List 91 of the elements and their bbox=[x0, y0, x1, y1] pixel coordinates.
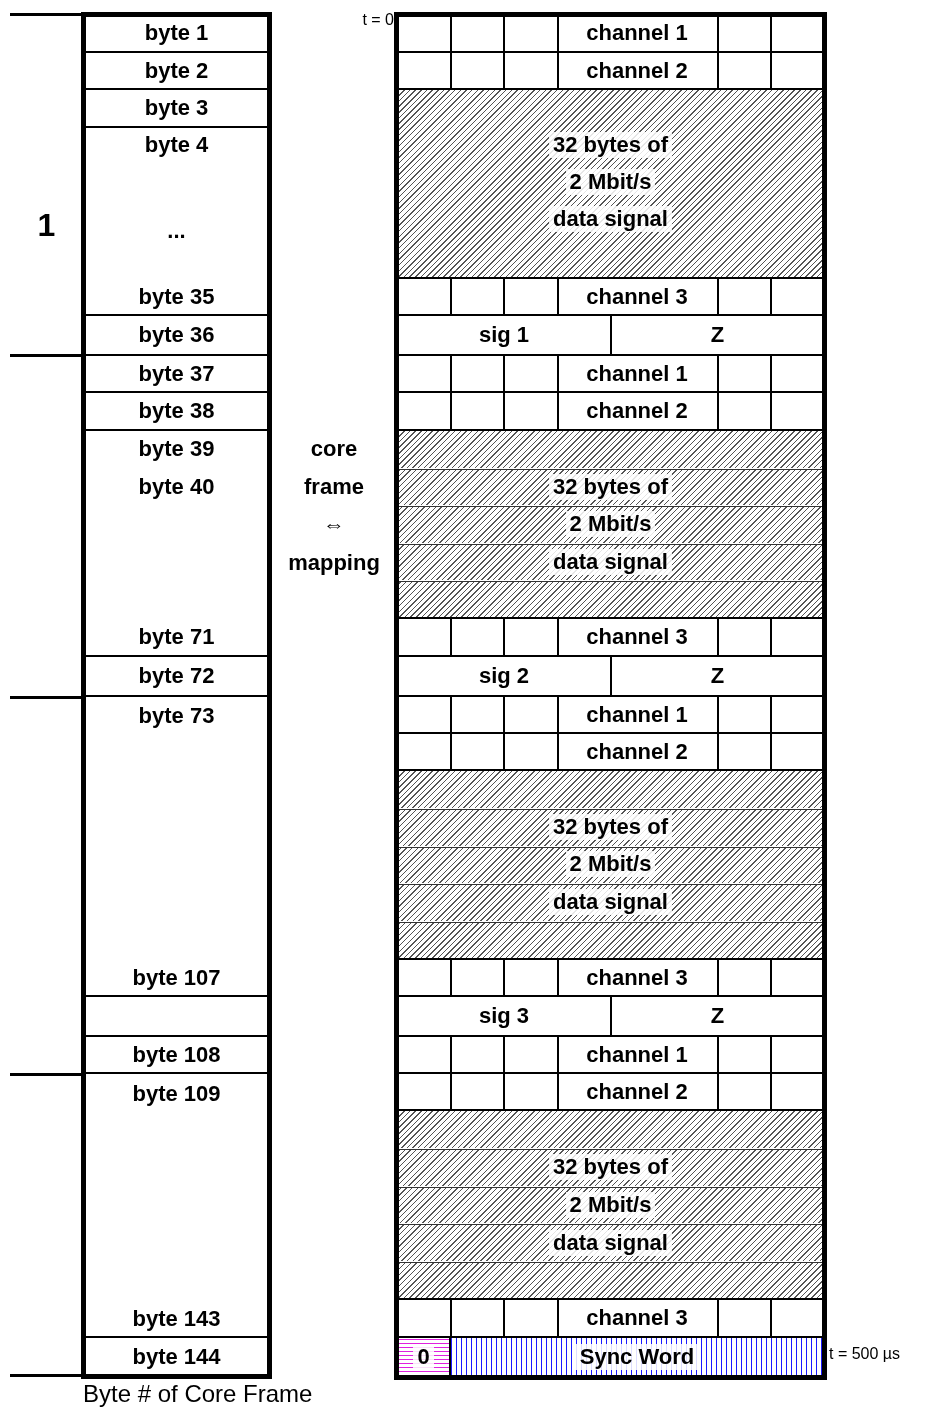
channel-row bbox=[397, 392, 824, 430]
byte-cell bbox=[83, 656, 270, 696]
hatched-data-block bbox=[397, 89, 824, 278]
bit-label: 0 bbox=[413, 1344, 434, 1370]
signalling-cell bbox=[611, 315, 824, 355]
byte-cell bbox=[83, 315, 270, 355]
signalling-label: sig 3 bbox=[478, 1003, 530, 1029]
time-label: t = 500 µs bbox=[829, 1344, 901, 1364]
data-signal-label: data signal bbox=[549, 889, 672, 915]
byte-cell bbox=[83, 52, 270, 89]
byte-label: byte 73 bbox=[138, 703, 215, 729]
channel-label: channel 2 bbox=[586, 1078, 688, 1105]
channel-row bbox=[397, 959, 824, 996]
data-signal-label: 32 bytes of bbox=[549, 132, 672, 158]
channel-label: channel 2 bbox=[586, 398, 688, 424]
channel-label: channel 1 bbox=[586, 1041, 688, 1068]
byte-label: byte 71 bbox=[138, 624, 215, 650]
channel-label: channel 2 bbox=[586, 57, 688, 84]
signalling-label: Z bbox=[710, 322, 725, 348]
channel-row bbox=[397, 1073, 824, 1110]
byte-label: byte 144 bbox=[132, 1343, 221, 1370]
data-signal-label: 2 Mbit/s bbox=[565, 169, 656, 195]
byte-label: byte 2 bbox=[144, 57, 209, 84]
byte-label: byte 108 bbox=[132, 1041, 221, 1068]
byte-label: byte 4 bbox=[144, 132, 209, 158]
data-signal-label: 2 Mbit/s bbox=[565, 1192, 656, 1218]
byte-label: byte 3 bbox=[144, 95, 209, 121]
byte-label: byte 1 bbox=[144, 20, 209, 46]
channel-row bbox=[397, 278, 824, 315]
signalling-label: sig 1 bbox=[478, 322, 530, 348]
caption: Byte # of Core Frame bbox=[83, 1380, 313, 1408]
signalling-cell bbox=[397, 315, 611, 355]
channel-label: channel 1 bbox=[586, 701, 688, 728]
channel-label: channel 3 bbox=[586, 283, 688, 310]
data-signal-label: 2 Mbit/s bbox=[565, 851, 656, 877]
byte-label: byte 39 bbox=[138, 436, 215, 462]
channel-row bbox=[397, 1299, 824, 1337]
channel-row bbox=[397, 733, 824, 770]
byte-label: ... bbox=[167, 218, 186, 244]
data-signal-label: 2 Mbit/s bbox=[565, 511, 656, 537]
signalling-cell bbox=[611, 656, 824, 696]
time-label: t = 0 bbox=[362, 10, 394, 30]
data-signal-label: 32 bytes of bbox=[549, 814, 672, 840]
byte-label: byte 143 bbox=[132, 1306, 221, 1332]
sync-word-cell bbox=[450, 1337, 824, 1377]
channel-label: channel 3 bbox=[586, 624, 688, 650]
channel-label: channel 2 bbox=[586, 738, 688, 765]
channel-label: channel 3 bbox=[586, 964, 688, 991]
signalling-label: Z bbox=[710, 1003, 725, 1029]
byte-cell bbox=[83, 1073, 270, 1337]
byte-cell bbox=[83, 89, 270, 127]
data-signal-label: data signal bbox=[549, 206, 672, 232]
data-signal-label: data signal bbox=[549, 549, 672, 575]
signalling-cell bbox=[611, 996, 824, 1036]
byte-label: byte 35 bbox=[138, 284, 215, 310]
channel-row bbox=[397, 52, 824, 89]
data-signal-label: 32 bytes of bbox=[549, 1154, 672, 1180]
channel-row bbox=[397, 355, 824, 392]
channel-row bbox=[397, 1036, 824, 1073]
byte-cell bbox=[83, 1036, 270, 1073]
sync-word-label: Sync Word bbox=[575, 1344, 699, 1370]
channel-label: channel 3 bbox=[586, 1305, 688, 1331]
channel-label: channel 1 bbox=[586, 360, 688, 387]
sync-bit-cell bbox=[397, 1337, 450, 1377]
signalling-cell bbox=[397, 996, 611, 1036]
byte-label: byte 37 bbox=[138, 360, 215, 387]
byte-cell bbox=[83, 127, 270, 315]
data-signal-label: 32 bytes of bbox=[549, 474, 672, 500]
byte-label: byte 36 bbox=[138, 322, 215, 348]
byte-label: byte 109 bbox=[132, 1081, 221, 1107]
channel-row bbox=[397, 618, 824, 656]
channel-row bbox=[397, 696, 824, 733]
byte-cell bbox=[83, 392, 270, 430]
byte-label: byte 40 bbox=[138, 474, 215, 500]
channel-label: channel 1 bbox=[586, 20, 688, 46]
data-signal-label: data signal bbox=[549, 1230, 672, 1256]
byte-cell bbox=[83, 430, 270, 656]
signalling-cell bbox=[397, 656, 611, 696]
hatched-data-block bbox=[397, 770, 824, 959]
byte-cell bbox=[83, 355, 270, 392]
signalling-label: Z bbox=[710, 663, 725, 689]
signalling-label: sig 2 bbox=[478, 663, 530, 689]
byte-label: byte 107 bbox=[132, 965, 221, 991]
byte-label: byte 38 bbox=[138, 398, 215, 424]
byte-label: byte 72 bbox=[138, 663, 215, 689]
byte-cell bbox=[83, 696, 270, 996]
hatched-data-block bbox=[397, 430, 824, 618]
hatched-data-block bbox=[397, 1110, 824, 1299]
empty-cell bbox=[83, 996, 270, 1036]
mapping-label: core frame ⇔ mapping bbox=[287, 435, 381, 577]
frame-number: 1 bbox=[36, 206, 57, 245]
